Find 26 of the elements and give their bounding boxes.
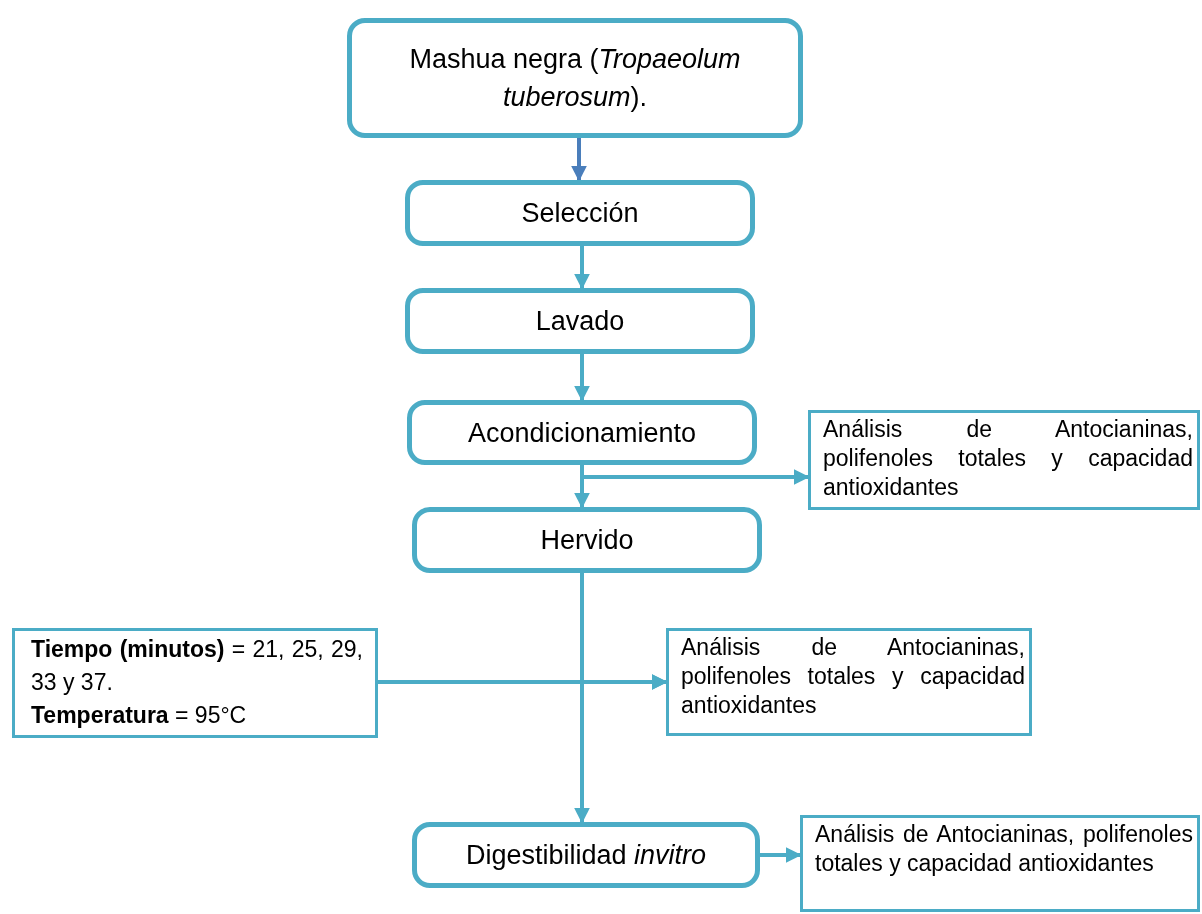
step-text: Digestibilidad invitro bbox=[465, 839, 707, 872]
parameter-text: Tiempo (minutos) = 21, 25, 29, 33 y 37. bbox=[31, 635, 363, 697]
analysis-text: Análisis de Antocianinas, polifenoles totales y capacidad antioxidantes bbox=[823, 415, 1193, 502]
process-box bbox=[412, 507, 762, 573]
parameter-text: Temperatura = 95°C bbox=[31, 701, 248, 730]
analysis-text: Análisis de Antocianinas, polifenoles totales y capacidad antioxidantes bbox=[681, 633, 1025, 720]
arrow bbox=[571, 138, 587, 182]
process-box bbox=[347, 18, 803, 138]
arrow bbox=[760, 847, 802, 863]
process-box bbox=[412, 822, 760, 888]
step-text: Hervido bbox=[540, 524, 634, 557]
step-text: Selección bbox=[521, 197, 639, 230]
analysis-box bbox=[666, 628, 1032, 736]
process-box bbox=[405, 288, 755, 354]
arrow bbox=[574, 354, 590, 402]
step-text: Acondicionamiento bbox=[467, 416, 697, 450]
analysis-text: Análisis de Antocianinas, polifenoles totales y capacidad antioxidantes bbox=[815, 820, 1193, 878]
analysis-box bbox=[808, 410, 1200, 510]
analysis-box bbox=[800, 815, 1200, 912]
process-box bbox=[407, 400, 757, 465]
step-text: Mashua negra (Tropaeolum tuberosum). bbox=[408, 43, 742, 114]
process-box bbox=[405, 180, 755, 246]
parameter-box bbox=[12, 628, 378, 738]
step-text: Lavado bbox=[535, 305, 625, 338]
arrow bbox=[580, 465, 810, 485]
arrow bbox=[574, 246, 590, 290]
